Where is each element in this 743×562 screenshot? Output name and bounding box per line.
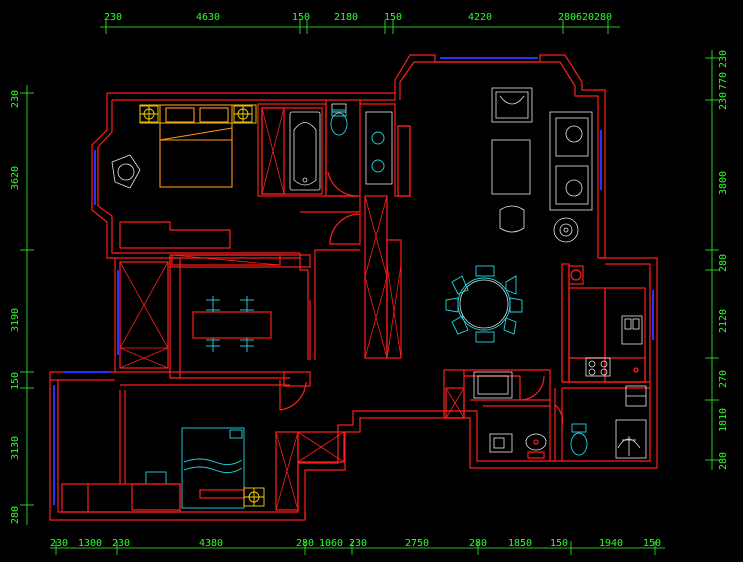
dim-bottom-12: 1940 [599, 538, 623, 549]
dim-bottom-4: 4380 [199, 538, 223, 549]
dim-left-6: 280 [10, 506, 21, 524]
dim-top-3: 150 [292, 12, 310, 23]
wardrobes [119, 107, 465, 511]
master-bed [159, 104, 233, 188]
dim-left-2: 3620 [10, 166, 21, 190]
kitchen-sink-icon [621, 315, 643, 345]
dim-left-1: 230 [10, 90, 21, 108]
dimension-lines [20, 20, 719, 555]
dim-right-5: 280 [718, 254, 729, 272]
exterior-walls [49, 54, 658, 521]
dim-top-6: 4220 [468, 12, 492, 23]
bathroom-fixtures [289, 103, 411, 197]
dim-right-8: 1810 [718, 408, 729, 432]
lower-bedroom-furniture [131, 427, 265, 511]
washing-machine-icon [489, 433, 513, 453]
washer-icon [473, 371, 513, 399]
dim-right-4: 3800 [718, 171, 729, 195]
toilet-icon [330, 112, 348, 136]
round-dining-table [459, 279, 509, 329]
armchair-icon [491, 87, 533, 123]
dim-right-7: 270 [718, 370, 729, 388]
dim-bottom-10: 1850 [508, 538, 532, 549]
dim-bottom-5: 280 [296, 538, 314, 549]
dim-bottom-7: 230 [349, 538, 367, 549]
dim-bottom-6: 1060 [319, 538, 343, 549]
dim-left-4: 150 [10, 372, 21, 390]
sofa-icon [549, 111, 593, 211]
sink-icon [371, 131, 385, 145]
dim-top-2: 4630 [196, 12, 220, 23]
dim-left-5: 3130 [10, 436, 21, 460]
basin-icon [525, 433, 547, 451]
interior-walls [61, 100, 650, 513]
dim-right-6: 2120 [718, 309, 729, 333]
single-bed [181, 427, 245, 509]
chair-icon [145, 471, 167, 485]
second-bath-fixtures [489, 419, 647, 459]
plant-icon [553, 217, 579, 243]
bathtub-icon [289, 111, 321, 191]
dim-top-5: 150 [384, 12, 402, 23]
rectangular-table [192, 311, 272, 339]
kitchen-fixtures [473, 265, 647, 407]
dim-bottom-8: 2750 [405, 538, 429, 549]
coffee-table [491, 139, 531, 195]
dim-top-8: 620 [576, 12, 594, 23]
doors [279, 171, 564, 426]
dim-top-1: 230 [104, 12, 122, 23]
dim-right-3: 230 [718, 92, 729, 110]
dim-bottom-13: 150 [643, 538, 661, 549]
master-bedroom-furniture [111, 104, 257, 189]
dim-top-7: 280 [558, 12, 576, 23]
stool-icon [499, 205, 525, 233]
dim-bottom-11: 150 [550, 538, 568, 549]
toilet-icon [570, 432, 588, 456]
dim-right-9: 280 [718, 452, 729, 470]
dining-table-group [192, 296, 272, 352]
sink-icon [371, 159, 385, 173]
dim-left-3: 3190 [10, 308, 21, 332]
dim-right-1: 230 [718, 50, 729, 68]
dim-right-2: 770 [718, 72, 729, 90]
living-room-furniture [445, 87, 593, 343]
shower-icon [617, 438, 641, 449]
windows [53, 57, 654, 505]
dim-bottom-9: 280 [469, 538, 487, 549]
dim-bottom-3: 230 [112, 538, 130, 549]
dim-bottom-2: 1300 [78, 538, 102, 549]
dim-bottom-1: 230 [50, 538, 68, 549]
dim-top-9: 280 [594, 12, 612, 23]
stove-icon [585, 357, 611, 377]
dim-top-4: 2180 [334, 12, 358, 23]
armchair-icon [111, 154, 141, 189]
